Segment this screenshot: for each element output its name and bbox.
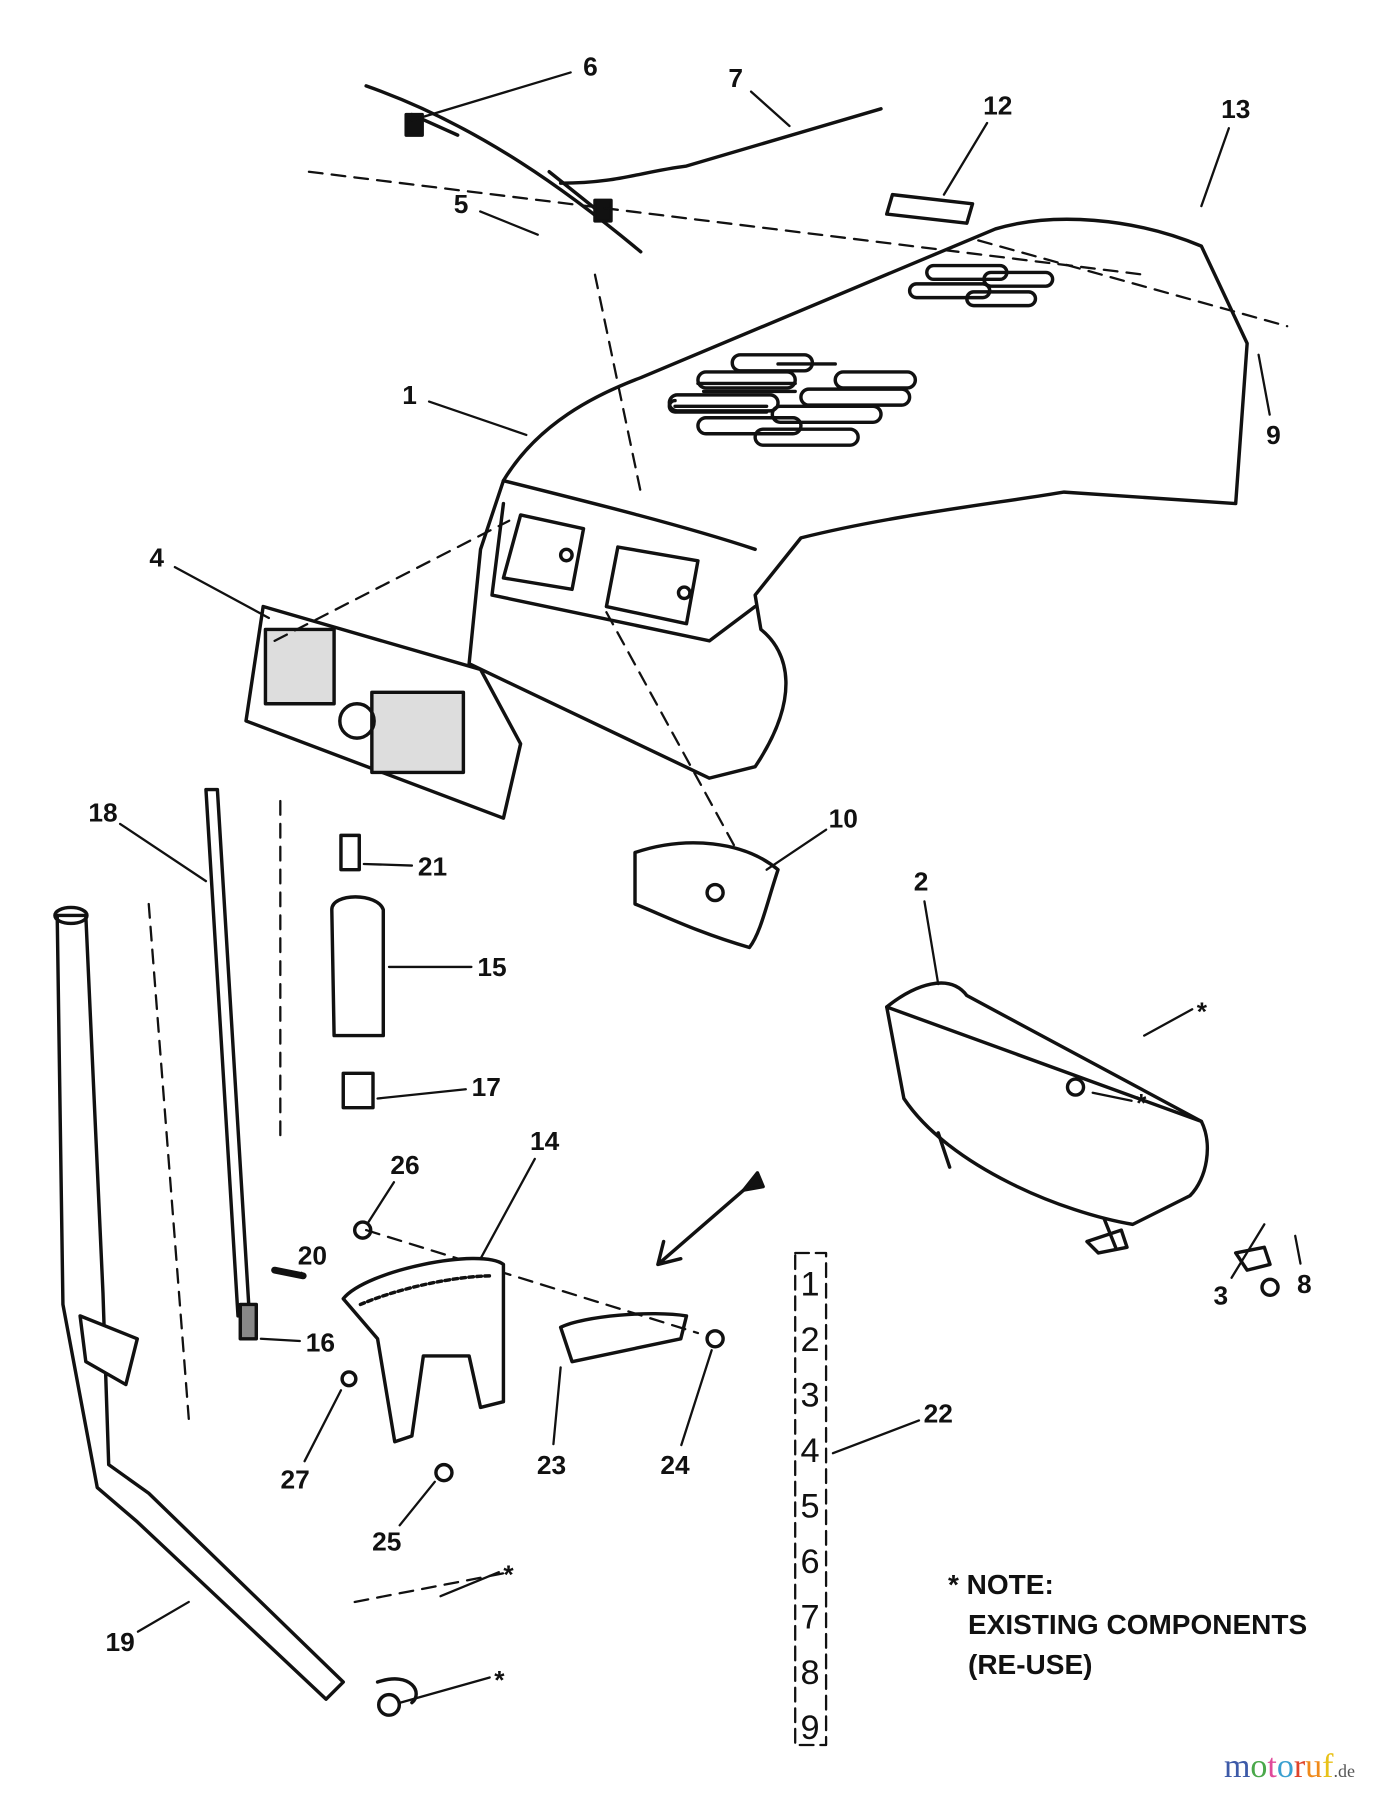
leader-line-2 (923, 900, 940, 986)
watermark-letter: u (1305, 1748, 1323, 1785)
leader-line-9 (1257, 353, 1271, 416)
leader-line-27 (303, 1389, 343, 1463)
callout-21: 21 (418, 851, 447, 881)
leader-line-18 (118, 822, 208, 883)
leader-line-16 (259, 1337, 301, 1343)
leader-line-14 (479, 1157, 536, 1260)
bracket-part-14 (341, 1256, 506, 1444)
callout-8: 8 (1297, 1269, 1312, 1299)
color-code-5: 5 (801, 1487, 820, 1525)
color-code-3: 3 (801, 1376, 820, 1414)
light-harness-part-7 (364, 84, 883, 254)
callout-20: 20 (298, 1240, 327, 1270)
leader-line-3 (1230, 1223, 1266, 1279)
leader-line-4 (173, 565, 271, 620)
asterisk-callout: * (1197, 997, 1208, 1027)
decal-part-12 (885, 192, 975, 225)
leader-line-23 (552, 1366, 562, 1446)
direction-arrow-icon (656, 1188, 746, 1267)
callout-9: 9 (1266, 420, 1281, 450)
callout-4: 4 (149, 542, 164, 572)
leader-line-asterisk (1091, 1091, 1133, 1102)
callout-27: 27 (281, 1465, 310, 1495)
callout-16: 16 (306, 1327, 335, 1357)
leader-line-10 (765, 828, 828, 871)
note-body-line1: EXISTING COMPONENTS (968, 1609, 1308, 1640)
color-code-1: 1 (801, 1265, 820, 1303)
leader-line-24 (680, 1349, 713, 1447)
leader-line-17 (376, 1088, 467, 1100)
leader-line-asterisk (439, 1571, 501, 1598)
leader-line-22 (831, 1419, 921, 1455)
color-code-4: 4 (801, 1432, 820, 1470)
pin-part-21 (339, 833, 361, 872)
watermark-letter: f (1322, 1748, 1334, 1785)
spring-part-16 (238, 1302, 259, 1341)
leader-line-1 (427, 400, 528, 437)
asterisk-callout: * (503, 1560, 514, 1590)
leader-line-12 (942, 121, 989, 196)
callout-7: 7 (728, 63, 743, 93)
callout-26: 26 (390, 1150, 419, 1180)
leader-line-19 (136, 1600, 190, 1633)
color-code-2: 2 (801, 1321, 820, 1359)
grille-part-4 (244, 604, 523, 820)
callout-22: 22 (924, 1398, 953, 1428)
watermark-letter: o (1276, 1748, 1294, 1785)
callout-15: 15 (477, 952, 506, 982)
leader-line-7 (749, 90, 791, 128)
note-text: * NOTE: EXISTING COMPONENTS (RE-USE) (948, 1565, 1307, 1685)
bushing-part-17 (341, 1071, 375, 1110)
watermark-letter: m (1223, 1748, 1251, 1785)
leader-line-20 (298, 1271, 303, 1278)
leader-line-21 (362, 862, 414, 867)
callout-10: 10 (829, 803, 858, 833)
watermark-logo: motoruf.de (1224, 1748, 1355, 1786)
callout-17: 17 (472, 1072, 501, 1102)
steering-shaft-part-19 (55, 913, 345, 1701)
leader-line-13 (1200, 127, 1230, 208)
callout-6: 6 (583, 52, 598, 82)
indicator-part-23 (558, 1311, 689, 1364)
asterisk-callout: * (494, 1665, 505, 1695)
color-code-7: 7 (801, 1598, 820, 1636)
callout-13: 13 (1221, 94, 1250, 124)
callout-5: 5 (454, 189, 469, 219)
note-body-line2: (RE-USE) (968, 1649, 1093, 1680)
color-code-6: 6 (801, 1543, 820, 1581)
leader-line-asterisk (399, 1676, 491, 1704)
color-code-8: 8 (801, 1654, 820, 1692)
watermark-letter: o (1250, 1748, 1268, 1785)
rod-part-18 (204, 787, 252, 1318)
note-heading: * NOTE: (948, 1569, 1054, 1600)
callout-19: 19 (106, 1627, 135, 1657)
callout-2: 2 (914, 866, 929, 896)
watermark-letter: r (1293, 1748, 1306, 1785)
callout-1: 1 (402, 380, 417, 410)
sleeve-part-15 (330, 895, 386, 1038)
color-code-9: 9 (801, 1709, 820, 1747)
watermark-tld: .de (1333, 1761, 1356, 1781)
callout-3: 3 (1214, 1280, 1229, 1310)
front-bumper-part-2 (885, 981, 1209, 1249)
callout-25: 25 (372, 1526, 401, 1556)
leader-line-25 (398, 1480, 436, 1527)
callout-14: 14 (530, 1126, 560, 1156)
callout-18: 18 (88, 798, 117, 828)
watermark-letter: t (1267, 1748, 1277, 1785)
leader-line-8 (1294, 1234, 1302, 1265)
leader-line-5 (479, 210, 539, 236)
leader-line-6 (410, 71, 572, 122)
asterisk-callout: * (1136, 1088, 1147, 1118)
hood-part-1 (467, 217, 1249, 780)
callout-24: 24 (660, 1450, 690, 1480)
leader-line-26 (367, 1181, 396, 1224)
callout-23: 23 (537, 1450, 566, 1480)
callout-12: 12 (983, 91, 1012, 121)
leader-line-asterisk (1143, 1008, 1194, 1037)
